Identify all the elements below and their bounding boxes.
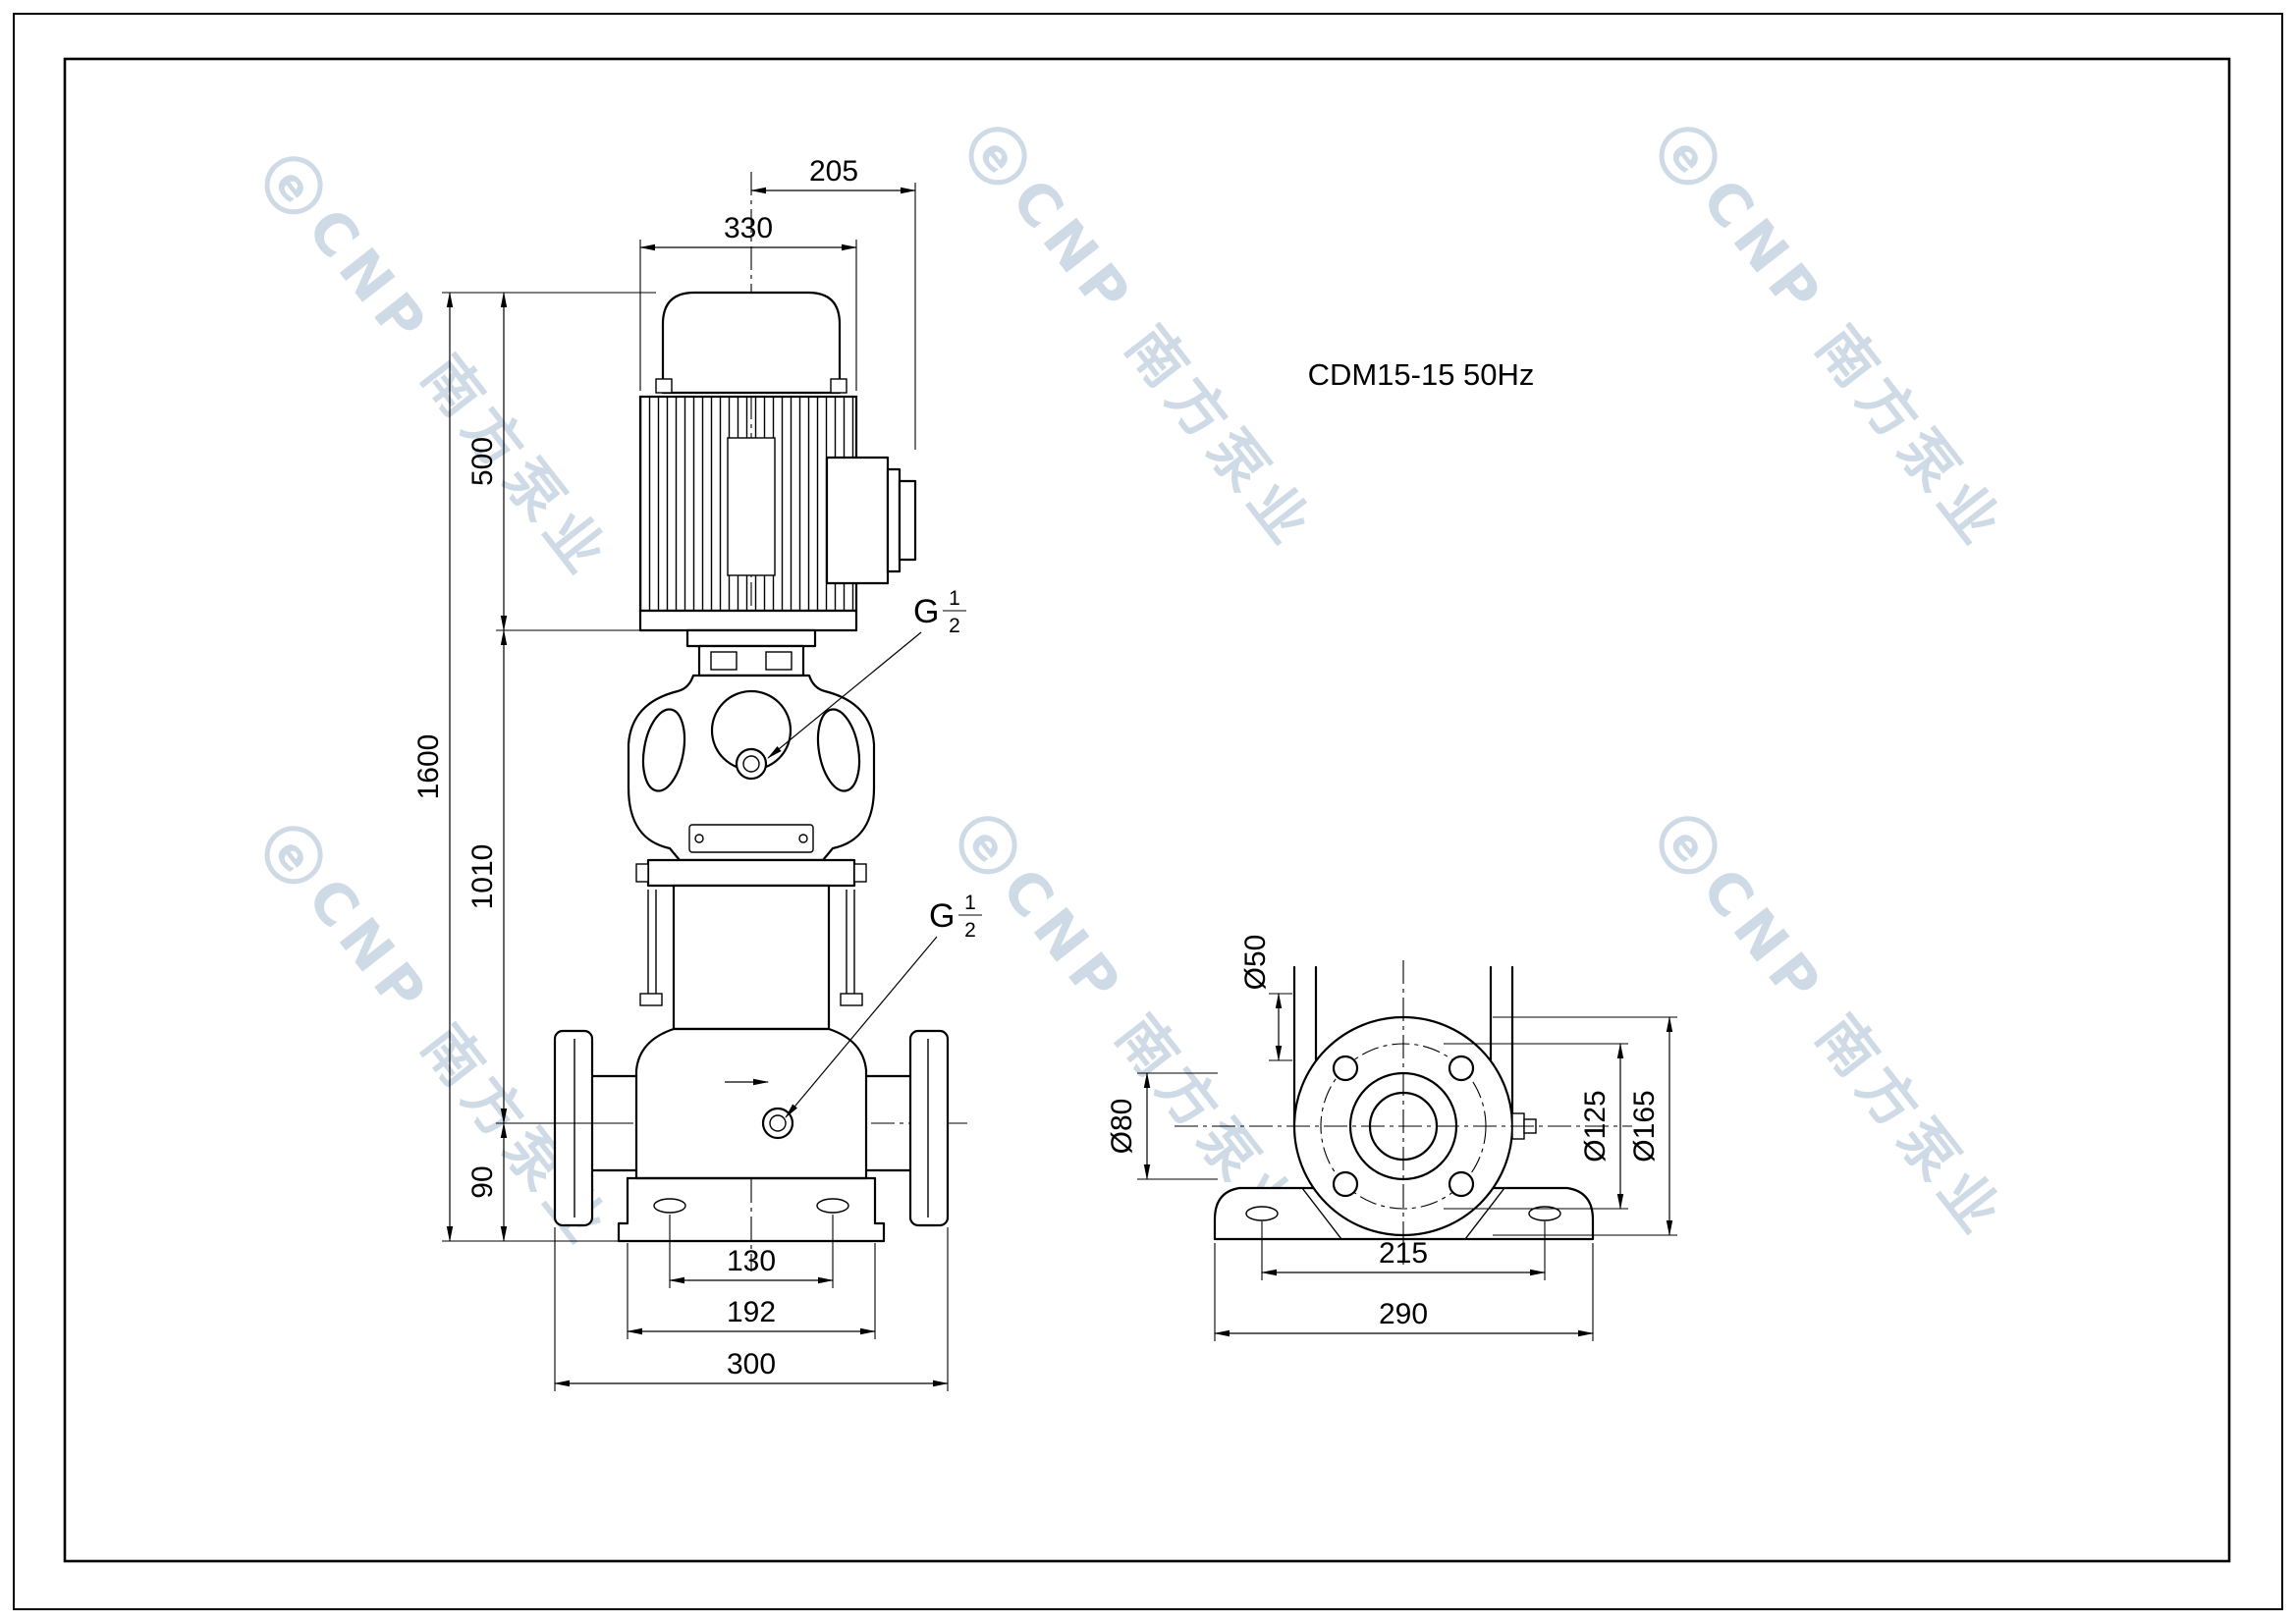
dim-label-500: 500 [466, 437, 499, 486]
dim-motor-width: 330 [639, 212, 857, 391]
dim-label-d50: Ø50 [1239, 935, 1272, 991]
pump-casing [553, 1027, 950, 1227]
dim-motor-height: 500 [466, 292, 508, 631]
dim-pump-height: 1010 [466, 629, 508, 1124]
dim-label-d165: Ø165 [1628, 1090, 1661, 1162]
dim-neck: Ø80 [1106, 1072, 1218, 1180]
dim-label-215: 215 [1379, 1237, 1428, 1270]
leader-line [767, 631, 922, 759]
bolt-hole [1332, 1170, 1359, 1198]
head-window-left [641, 708, 686, 792]
dim-label-300: 300 [727, 1348, 776, 1380]
motor-nameplate [727, 437, 776, 576]
sheet-border [13, 13, 2283, 1610]
side-view: Ø50 Ø80 Ø125 Ø165 215 [1106, 935, 1677, 1341]
dim-label-1600: 1600 [412, 734, 445, 800]
leader-line [785, 936, 938, 1118]
g-denominator: 2 [949, 615, 960, 637]
label-g-half-top: G 1 2 [767, 587, 966, 759]
motor-lug-left [655, 378, 673, 394]
dim-label-205: 205 [809, 155, 858, 188]
bolt-hole [1332, 1055, 1359, 1082]
suction-flange [553, 1029, 594, 1227]
g-numerator: 1 [949, 587, 960, 610]
pump-column [639, 884, 863, 1031]
dim-terminal-width: 205 [750, 155, 916, 450]
dim-label-90: 90 [466, 1165, 499, 1198]
base-slot-left [1245, 1206, 1279, 1221]
dim-label-1010: 1010 [466, 844, 499, 910]
g-denominator: 2 [964, 919, 976, 942]
base-slot-left [653, 1198, 686, 1214]
discharge-flange [908, 1029, 950, 1227]
dim-label-d80: Ø80 [1106, 1099, 1138, 1155]
dim-total-height: 1600 [412, 292, 454, 1242]
dim-flange-od: Ø165 [1493, 1016, 1677, 1236]
g-letter: G [929, 897, 955, 935]
dim-bolt-circle: Ø125 [1444, 1043, 1628, 1210]
g-letter: G [913, 593, 939, 630]
base-slot-right [1528, 1206, 1561, 1221]
height-extension-lines [442, 292, 683, 1242]
base-slot-right [816, 1198, 849, 1214]
dim-label-192: 192 [727, 1296, 776, 1328]
tie-rod-nut-left [639, 993, 663, 1006]
pump-nameplate [688, 824, 814, 853]
dim-label-d125: Ø125 [1579, 1090, 1612, 1162]
dim-label-130: 130 [727, 1245, 776, 1277]
dim-label-290: 290 [1379, 1298, 1428, 1330]
dim-bore: Ø50 [1239, 935, 1292, 1061]
dim-label-330: 330 [724, 212, 773, 244]
dim-slot-span: 130 [669, 1215, 834, 1288]
bolt-hole [1448, 1170, 1475, 1198]
pump-head [627, 674, 876, 888]
dim-slot-span-side: 215 [1261, 1221, 1546, 1280]
motor [638, 291, 917, 632]
dim-base-width: 192 [627, 1243, 876, 1339]
bolt-hole [1448, 1055, 1475, 1082]
port-pipes [1292, 965, 1514, 1127]
fan-cover [661, 291, 842, 395]
coupling-adapter [685, 628, 817, 677]
dim-port-span: 300 [554, 1227, 949, 1391]
front-view: 205 330 1600 500 1010 [412, 155, 982, 1391]
dim-port-height: 90 [466, 1122, 508, 1242]
drain-port-bore [769, 1114, 787, 1132]
head-window-right [816, 708, 861, 792]
drain-port [761, 1107, 794, 1140]
watermark-layer [252, 113, 2018, 1261]
motor-lug-right [830, 378, 847, 394]
g-numerator: 1 [964, 892, 976, 914]
gauge-port [735, 747, 768, 781]
dim-base-width-side: 290 [1214, 1243, 1594, 1341]
tie-rod-nut-right [840, 993, 863, 1006]
label-g-half-side: G 1 2 [785, 892, 982, 1118]
head-flange [646, 858, 856, 888]
motor-end-shield [638, 609, 858, 632]
pump-base [617, 1176, 886, 1243]
model-label: CDM15-15 50Hz [1308, 357, 1535, 392]
terminal-box [825, 456, 917, 585]
gauge-port-bore [742, 755, 760, 773]
